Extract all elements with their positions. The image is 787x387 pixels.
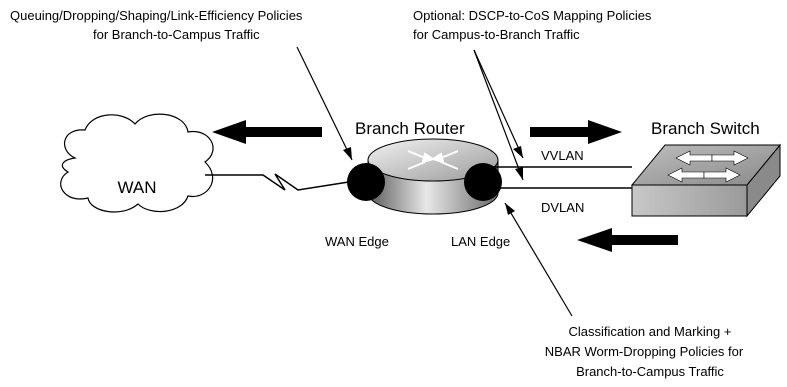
router-icon	[367, 138, 499, 215]
callout-pointers	[296, 46, 573, 317]
wan-label: WAN	[117, 178, 156, 197]
switch-title: Branch Switch	[651, 119, 760, 138]
arrow-left-top	[212, 120, 322, 144]
wan-policies-line1: Queuing/Dropping/Shaping/Link-Efficiency…	[10, 8, 303, 23]
switch-icon	[630, 143, 782, 218]
arrow-right-top	[530, 120, 622, 144]
wan-edge-interface	[347, 163, 385, 201]
arrow-left-bottom	[577, 228, 678, 252]
classification-line3: Branch-to-Campus Traffic	[576, 364, 724, 379]
dscp-mapping-line1: Optional: DSCP-to-CoS Mapping Policies	[413, 8, 652, 23]
wan-cloud	[60, 113, 214, 213]
wan-policies-line2: for Branch-to-Campus Traffic	[93, 27, 260, 42]
classification-line1: Classification and Marking +	[569, 324, 732, 339]
lan-edge-interface	[464, 163, 502, 201]
classification-line2: NBAR Worm-Dropping Policies for	[545, 344, 744, 359]
callout-arrowheads	[343, 146, 523, 215]
router-title: Branch Router	[355, 119, 465, 138]
dvlan-label: DVLAN	[541, 200, 584, 215]
wan-edge-label: WAN Edge	[325, 234, 389, 249]
vvlan-label: VVLAN	[541, 148, 584, 163]
wan-link	[205, 173, 356, 191]
lan-edge-label: LAN Edge	[451, 234, 510, 249]
dscp-mapping-line2: for Campus-to-Branch Traffic	[413, 27, 580, 42]
